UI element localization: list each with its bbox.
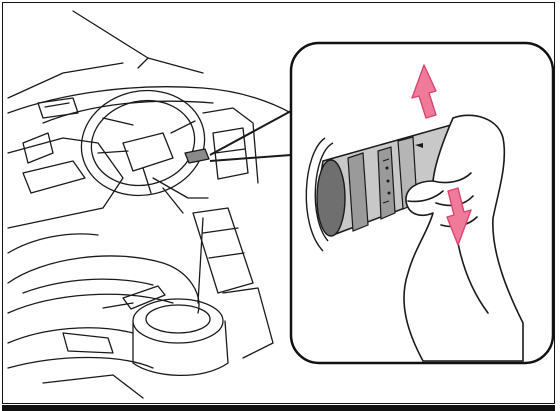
bottom-rule bbox=[2, 405, 555, 411]
lever-icon bbox=[185, 149, 209, 163]
steering-wheel-icon bbox=[72, 79, 215, 207]
illustration-svg bbox=[3, 3, 555, 404]
car-interior-drawing bbox=[8, 11, 291, 398]
callout-pointer bbox=[210, 111, 291, 161]
callout-detail-box bbox=[291, 43, 553, 363]
illustration-frame bbox=[2, 2, 555, 404]
